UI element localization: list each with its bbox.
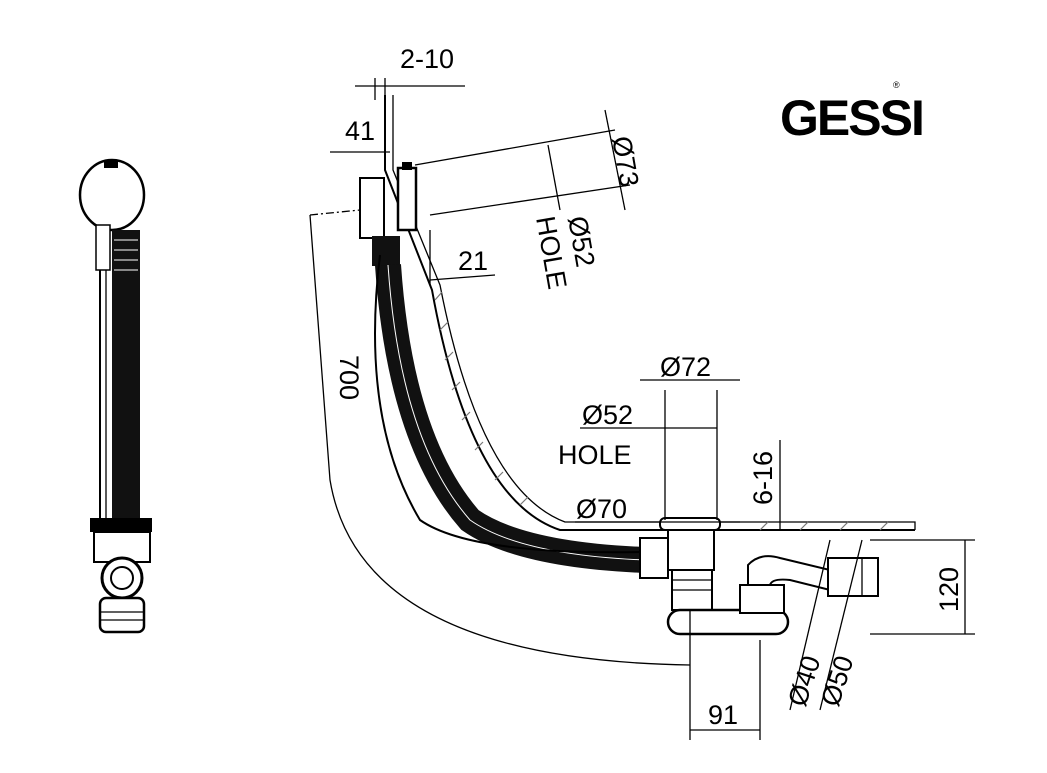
dim-waste-hole-diameter: Ø52	[582, 400, 633, 430]
control-cable	[374, 254, 641, 554]
dimension-lines	[309, 78, 975, 740]
dim-overflow-diameter: Ø73	[606, 134, 644, 189]
dim-height: 120	[934, 567, 964, 612]
dim-waste-flange-diameter: Ø70	[576, 494, 627, 524]
registered-mark: ®	[893, 80, 900, 90]
dim-bath-thickness: 6-16	[748, 451, 778, 505]
dim-horizontal-offset: 91	[708, 700, 738, 730]
dim-overflow-depth: 41	[345, 116, 375, 146]
dim-overflow-offset: 21	[458, 246, 488, 276]
side-view	[78, 158, 152, 634]
dim-cable-length: 700	[334, 355, 364, 400]
overflow-assembly	[359, 162, 418, 266]
dim-waste-cap-diameter: Ø72	[660, 352, 711, 382]
bath-wall	[384, 95, 916, 531]
dim-wall-thickness: 2-10	[400, 44, 454, 74]
logo-text: GESSI	[780, 90, 923, 146]
gessi-logo: GESSI ®	[780, 80, 925, 146]
dim-waste-hole-label: HOLE	[558, 440, 632, 470]
waste-assembly	[639, 517, 879, 636]
